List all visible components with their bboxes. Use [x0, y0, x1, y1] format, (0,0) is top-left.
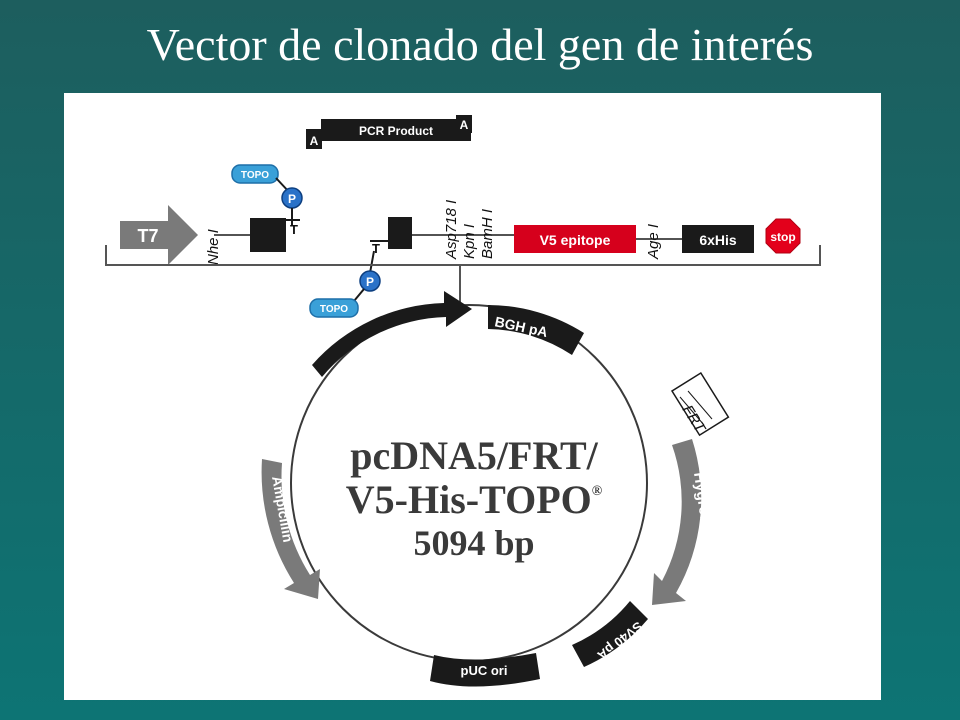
t-overhang-top-label: T [290, 222, 298, 237]
pcmv-arrow [312, 291, 472, 377]
topo-icon [309, 298, 359, 318]
plasmid-name-line1: pcDNA5/FRT/ [350, 433, 598, 478]
plasmid-name: pcDNA5/FRT/ V5-His-TOPO® 5094 bp [346, 433, 603, 563]
bgh-pa: BGH pA [488, 305, 584, 355]
his-tag-box [682, 225, 754, 253]
site-nhe-i: Nhe I [205, 229, 222, 265]
a-overhang-left [306, 129, 322, 149]
plasmid-name-line2: V5-His-TOPO® [346, 477, 603, 522]
phosphate-top-label: P [288, 192, 296, 206]
site-kpn-i: Kpn I [461, 224, 478, 259]
bgh-pa-box [488, 305, 584, 355]
topo-enzyme-bottom: P TOPO [309, 250, 381, 318]
site-bamh-i: BamH I [479, 209, 496, 259]
a-overhang-right-label: A [460, 118, 469, 132]
pcr-product-bar [321, 119, 471, 141]
his-tag-label: 6xHis [699, 232, 737, 248]
frt-site: FRT [670, 371, 730, 437]
vector-arm-right [388, 217, 412, 249]
vector-figure-panel: PCR Product A A TOPO P T T P TOPO T7 [64, 93, 881, 700]
site-age-i: Age I [645, 224, 662, 260]
t-overhang-bottom-label: T [372, 241, 380, 256]
puc-ori: pUC ori [430, 653, 540, 687]
t7-promoter: T7 [120, 205, 198, 265]
ampicillin-arrow [261, 459, 320, 599]
slide-title: Vector de clonado del gen de interés [146, 19, 814, 70]
linear-map-bracket [105, 245, 821, 266]
vector-arm-left [250, 218, 286, 252]
topo-icon [231, 164, 279, 184]
vector-map-diagram: PCR Product A A TOPO P T T P TOPO T7 [105, 115, 821, 687]
sv40-pa-box [572, 601, 648, 667]
sv40-pa: SV40 pA [572, 601, 648, 667]
phosphate-bottom-label: P [366, 275, 374, 289]
v5-epitope: V5 epitope [514, 225, 636, 253]
pcr-product: PCR Product A A [306, 115, 472, 149]
pcr-product-label: PCR Product [359, 124, 433, 138]
puc-ori-box [430, 653, 540, 687]
v5-epitope-label: V5 epitope [540, 232, 611, 248]
vector-arms: T T [214, 217, 514, 256]
a-overhang-left-label: A [310, 134, 319, 148]
his-tag: 6xHis [682, 225, 754, 253]
topo-bottom-label: TOPO [320, 304, 348, 315]
hygromycin-arrow [652, 439, 702, 605]
a-overhang-right [456, 115, 472, 133]
t7-label: T7 [137, 226, 158, 246]
site-asp718-i: Asp718 I [443, 200, 460, 260]
hygromycin-gene: Hygromycin [652, 439, 719, 605]
t7-arrow-icon [120, 205, 198, 265]
v5-epitope-box [514, 225, 636, 253]
stop-sign-icon [765, 218, 801, 254]
stop-codon: stop [765, 218, 801, 254]
puc-ori-label: pUC ori [461, 663, 508, 678]
plasmid-size: 5094 bp [413, 523, 534, 563]
frt-box [670, 371, 730, 437]
phosphate-icon [359, 270, 381, 292]
topo-enzyme-top: TOPO P [231, 164, 303, 225]
topo-top-label: TOPO [241, 170, 269, 181]
stop-label: stop [770, 230, 795, 244]
